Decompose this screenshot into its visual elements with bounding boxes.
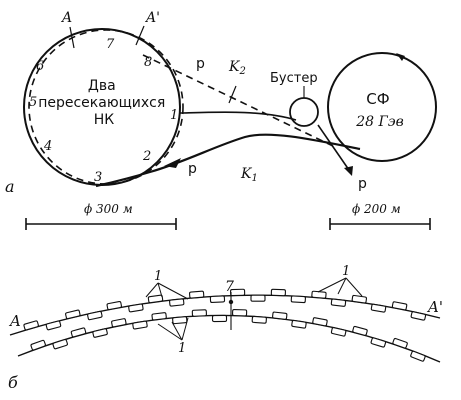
- part-a-letter: а: [5, 177, 15, 196]
- magnet-block-upper: [169, 298, 185, 307]
- magnet-leader-ur-3: [345, 277, 363, 297]
- ring-number-7: 7: [106, 37, 115, 52]
- rings-label-line-1: Два: [88, 78, 116, 94]
- magnet-block-lower: [211, 314, 228, 323]
- booster-ring: [289, 97, 319, 127]
- magnet-block-lower: [370, 337, 387, 348]
- point-A-prime-label: A': [144, 10, 160, 26]
- magnet-label-upper-right: 1: [342, 264, 350, 279]
- magnet-block-upper: [45, 320, 62, 331]
- magnet-block-lower: [52, 339, 68, 350]
- booster-label: Бустер: [270, 71, 318, 86]
- ring-number-6: 6: [36, 59, 44, 74]
- magnet-label-lower: 1: [178, 341, 186, 356]
- ring-number-1: 1: [170, 108, 178, 123]
- part-b-letter: б: [8, 373, 18, 392]
- rings-label: Два пересекающихся НК: [38, 78, 170, 128]
- ring-number-4: 4: [43, 139, 52, 154]
- rings-label-line-3: НК: [94, 112, 115, 128]
- magnet-block-lower: [410, 350, 426, 362]
- magnet-block-lower: [70, 327, 87, 338]
- channel-k2-sub: 2: [238, 66, 245, 77]
- crossing-number: 7: [225, 279, 234, 295]
- magnet-block-upper: [311, 290, 327, 299]
- extracted-beam-line: [317, 124, 350, 171]
- sf-ring: [327, 52, 437, 162]
- magnet-label-upper-left: 1: [154, 269, 162, 284]
- channel-k1-letter: K: [240, 166, 253, 182]
- channel-k2-tick: [228, 85, 237, 104]
- magnet-block-upper: [189, 290, 205, 299]
- magnet-blocks: [23, 288, 427, 362]
- channel-k1-sub: 1: [251, 173, 257, 184]
- magnet-leader-l-2: [171, 321, 183, 341]
- magnet-block-upper: [391, 301, 408, 311]
- magnet-block-upper: [330, 298, 347, 307]
- sf-label: СФ: [366, 90, 389, 108]
- rings-label-line-2: пересекающихся: [38, 95, 165, 111]
- magnet-block-lower: [330, 327, 347, 337]
- sf-energy: 28 Гэв: [355, 114, 404, 130]
- magnet-block-lower: [92, 328, 108, 338]
- magnet-block-upper: [23, 320, 39, 331]
- magnet-block-lower: [132, 320, 148, 330]
- channel-k1-label: K1: [240, 166, 258, 184]
- extracted-beam-p: p: [358, 176, 367, 192]
- magnet-block-lower: [272, 311, 288, 320]
- magnet-block-lower: [111, 318, 127, 328]
- ring-exit-line: [179, 111, 297, 121]
- magnet-block-lower: [352, 325, 368, 336]
- point-A-prime-tick: [135, 25, 145, 46]
- magnet-block-lower: [251, 315, 267, 324]
- scale-rings-label: ϕ 300 м: [84, 202, 133, 216]
- magnet-block-upper: [250, 294, 266, 302]
- magnet-block-lower: [392, 337, 408, 349]
- magnet-block-lower: [191, 309, 207, 317]
- magnet-block-upper: [106, 301, 122, 311]
- part-b-point-A-prime: A': [426, 298, 443, 316]
- magnet-block-upper: [270, 288, 286, 297]
- magnet-block-upper: [410, 311, 427, 321]
- magnet-block-lower: [30, 339, 46, 351]
- magnet-block-upper: [290, 295, 306, 304]
- magnet-block-lower: [172, 316, 188, 325]
- sf-ring-arrow: [396, 53, 405, 61]
- magnet-block-lower: [312, 317, 328, 327]
- part-b-point-A: A: [8, 312, 21, 330]
- magnet-block-upper: [128, 303, 144, 313]
- magnet-block-upper: [65, 309, 81, 320]
- magnet-leader-ul-1: [145, 282, 159, 298]
- magnet-leader-ur-2: [337, 277, 347, 295]
- channel-k1-p: p: [188, 161, 197, 177]
- channel-k2-label: K2: [228, 59, 246, 77]
- ring-number-5: 5: [29, 95, 37, 110]
- magnet-block-upper: [351, 294, 368, 304]
- magnet-leader-ul-3: [157, 282, 189, 300]
- extracted-beam-arrow: [344, 166, 353, 176]
- magnet-block-upper: [209, 295, 226, 304]
- magnet-leader-l-3: [181, 317, 189, 341]
- scale-sf-label: ϕ 200 м: [352, 202, 401, 216]
- channel-k2-letter: K: [228, 59, 241, 75]
- magnet-leader-l-1: [157, 323, 183, 341]
- point-A-tick: [69, 26, 75, 49]
- magnet-block-lower: [232, 308, 248, 317]
- magnet-block-upper: [147, 294, 164, 304]
- ring-number-3: 3: [94, 170, 102, 185]
- channel-k1-arrow: [164, 158, 181, 168]
- point-A-label: A: [60, 10, 72, 26]
- magnet-block-lower: [291, 319, 307, 329]
- channel-k1-line: [95, 133, 361, 188]
- magnet-block-lower: [151, 312, 167, 321]
- magnet-leader-ur-1: [317, 277, 347, 293]
- magnet-block-upper: [370, 303, 387, 313]
- ring-number-8: 8: [144, 55, 152, 70]
- channel-k2-p: p: [196, 56, 205, 72]
- crossing-point: [228, 299, 234, 305]
- magnet-leader-ul-2: [157, 282, 163, 298]
- magnet-block-upper: [87, 310, 103, 321]
- ring-number-2: 2: [142, 149, 151, 164]
